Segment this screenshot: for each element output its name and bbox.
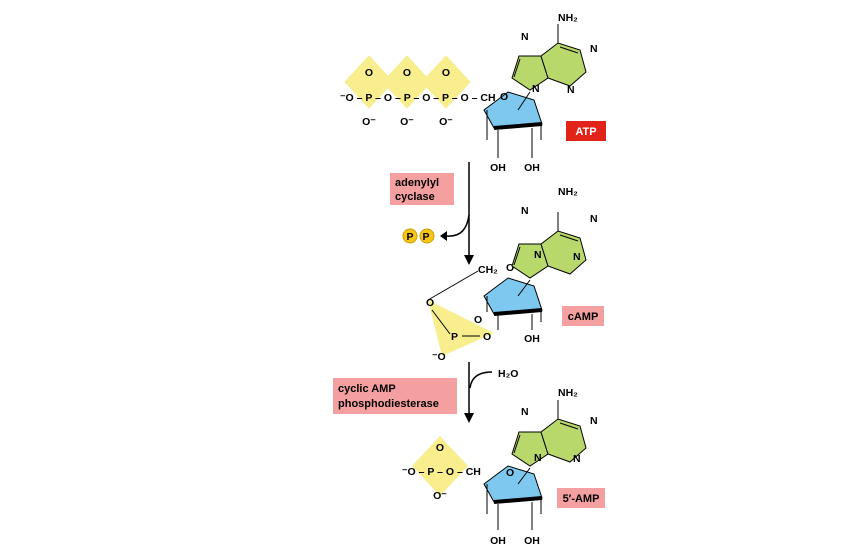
byproduct-curve <box>445 214 470 237</box>
n-label: N <box>573 251 581 263</box>
pi-label: P <box>422 231 429 243</box>
hydroxyl-2: OH <box>490 535 506 547</box>
n-label: N <box>532 83 540 95</box>
ch2-label: CH₂ <box>478 264 498 276</box>
water-label: H₂O <box>498 368 518 380</box>
n-label: N <box>521 205 529 217</box>
atom-o-minus: O⁻ <box>362 116 376 128</box>
amp5-phosphate <box>412 436 468 496</box>
amine-label: NH₂ <box>558 387 578 399</box>
ribose-oxygen: O <box>506 262 514 274</box>
enzyme-line-2: phosphodiesterase <box>338 398 439 410</box>
pyrophosphate: P P <box>402 228 435 244</box>
hydroxyl-3: OH <box>524 535 540 547</box>
amp5-label: 5′-AMP <box>563 493 600 505</box>
atom-o: O <box>483 331 491 343</box>
amine-label: NH₂ <box>558 186 578 198</box>
enzyme-line-2: cyclase <box>395 191 435 203</box>
arrowhead-2 <box>464 413 474 423</box>
enzyme-line-1: adenylyl <box>395 177 439 189</box>
atom-o: O <box>403 67 411 79</box>
atom-o: O <box>426 297 434 309</box>
atom-o: O <box>436 442 444 454</box>
n-label: N <box>573 453 581 465</box>
camp-label: cAMP <box>568 311 599 323</box>
atom-o-minus: O⁻ <box>400 116 414 128</box>
enzyme-line-1: cyclic AMP <box>338 383 396 395</box>
atp-phosphate-chain: ⁻O – P – O – P – O – P – O – CH <box>340 92 496 104</box>
camp-adenine <box>511 211 587 279</box>
camp-ribose <box>482 276 544 316</box>
amine-label: NH₂ <box>558 12 578 24</box>
phosphodiesterase-box <box>333 378 457 414</box>
atom-o: O <box>442 67 450 79</box>
amp5-molecule: O ⁻O – P – O – CH O⁻ O OH OH NH₂ N N N N… <box>402 387 605 547</box>
adenylyl-cyclase-box <box>390 173 454 205</box>
camp-label-box <box>562 306 604 326</box>
amp5-label-box <box>557 488 605 508</box>
hydroxyl-2: OH <box>490 162 506 174</box>
n-label: N <box>590 415 598 427</box>
atom-o-minus: ⁻O <box>432 351 446 363</box>
n-label: N <box>521 406 529 418</box>
n-label: N <box>590 213 598 225</box>
ribose-oxygen: O <box>500 91 508 103</box>
water-curve <box>469 371 493 389</box>
p-label: P <box>406 231 413 243</box>
atp-label: ATP <box>575 126 596 138</box>
atp-molecule: O O O ⁻O – P – O – P – O – P – O – CH O⁻… <box>340 12 606 174</box>
camp-phosphate <box>428 300 494 356</box>
arrowhead-1 <box>464 255 474 265</box>
atom-o: O <box>365 67 373 79</box>
n-label: N <box>567 84 575 96</box>
camp-molecule: O O P O ⁻O CH₂ O OH NH₂ N N N N cAMP <box>426 186 604 363</box>
amp5-phosphate-chain: ⁻O – P – O – CH <box>402 466 481 478</box>
atom-o-minus: O⁻ <box>433 490 447 502</box>
atom-o: O <box>474 314 482 326</box>
atom-p: P <box>451 331 458 343</box>
hydroxyl-2: OH <box>524 333 540 345</box>
atom-o-minus: O⁻ <box>439 116 453 128</box>
ribose-oxygen: O <box>506 467 514 479</box>
n-label: N <box>534 452 542 464</box>
hydroxyl-3: OH <box>524 162 540 174</box>
n-label: N <box>590 43 598 55</box>
atp-phosphates: O O O ⁻O – P – O – P – O – P – O – CH O⁻… <box>340 55 496 128</box>
n-label: N <box>534 249 542 261</box>
atp-label-box <box>566 121 606 141</box>
n-label: N <box>521 31 529 43</box>
